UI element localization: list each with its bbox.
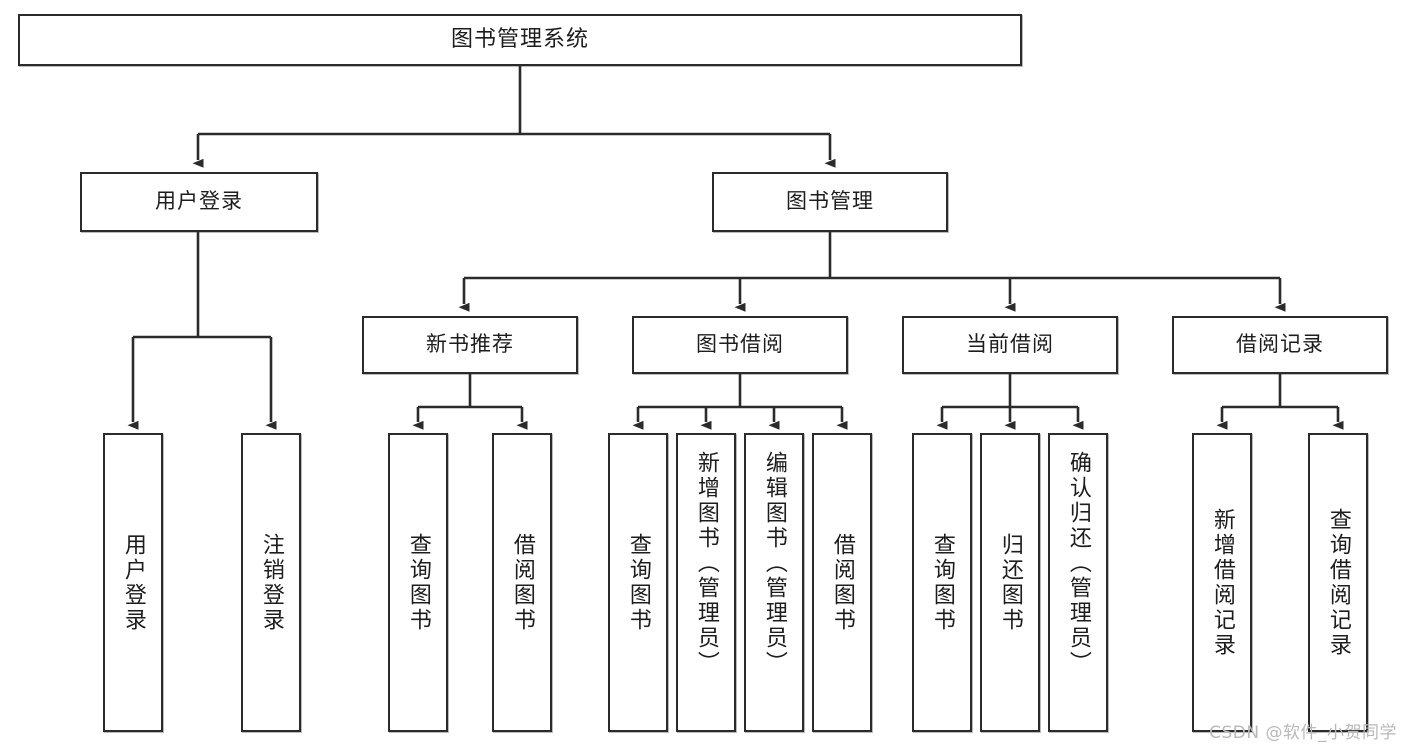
node-label: 归还图书 bbox=[997, 532, 1023, 633]
node-leaf-add-record[interactable]: 新增借阅记录 bbox=[1192, 433, 1252, 732]
node-label: 查询图书 bbox=[625, 532, 651, 633]
node-label: 确认归还（管理员） bbox=[1065, 451, 1091, 676]
node-label: 新增借阅记录 bbox=[1209, 507, 1235, 658]
node-book-borrow[interactable]: 图书借阅 bbox=[632, 316, 848, 374]
node-label: 借阅图书 bbox=[509, 532, 535, 633]
node-leaf-borrow-book-1[interactable]: 借阅图书 bbox=[492, 433, 552, 732]
node-leaf-return-book[interactable]: 归还图书 bbox=[980, 433, 1040, 732]
node-leaf-edit-book[interactable]: 编辑图书（管理员） bbox=[744, 433, 804, 732]
node-label: 用户登录 bbox=[120, 532, 146, 633]
node-label: 借阅图书 bbox=[829, 532, 855, 633]
node-leaf-confirm-return[interactable]: 确认归还（管理员） bbox=[1048, 433, 1108, 732]
node-new-book-recommend[interactable]: 新书推荐 bbox=[362, 316, 578, 374]
node-leaf-query-book-3[interactable]: 查询图书 bbox=[912, 433, 972, 732]
node-label: 注销登录 bbox=[258, 532, 284, 633]
node-label: 查询图书 bbox=[405, 532, 431, 633]
csdn-watermark: CSDN @软件_小贺同学 bbox=[1209, 723, 1397, 743]
node-book-manage[interactable]: 图书管理 bbox=[712, 172, 948, 232]
node-label: 新增图书（管理员） bbox=[693, 451, 719, 676]
node-user-login[interactable]: 用户登录 bbox=[80, 172, 318, 232]
node-label: 编辑图书（管理员） bbox=[761, 451, 787, 676]
node-current-borrow[interactable]: 当前借阅 bbox=[902, 316, 1118, 374]
node-leaf-query-book-1[interactable]: 查询图书 bbox=[388, 433, 448, 732]
node-leaf-query-book-2[interactable]: 查询图书 bbox=[608, 433, 668, 732]
node-leaf-add-book[interactable]: 新增图书（管理员） bbox=[676, 433, 736, 732]
node-label: 查询借阅记录 bbox=[1325, 507, 1351, 658]
node-label: 查询图书 bbox=[929, 532, 955, 633]
node-leaf-borrow-book-2[interactable]: 借阅图书 bbox=[812, 433, 872, 732]
node-leaf-query-record[interactable]: 查询借阅记录 bbox=[1308, 433, 1368, 732]
node-borrow-record[interactable]: 借阅记录 bbox=[1172, 316, 1388, 374]
node-leaf-user-logout[interactable]: 注销登录 bbox=[241, 433, 301, 732]
node-leaf-user-login[interactable]: 用户登录 bbox=[103, 433, 163, 732]
node-root-system[interactable]: 图书管理系统 bbox=[18, 14, 1022, 66]
